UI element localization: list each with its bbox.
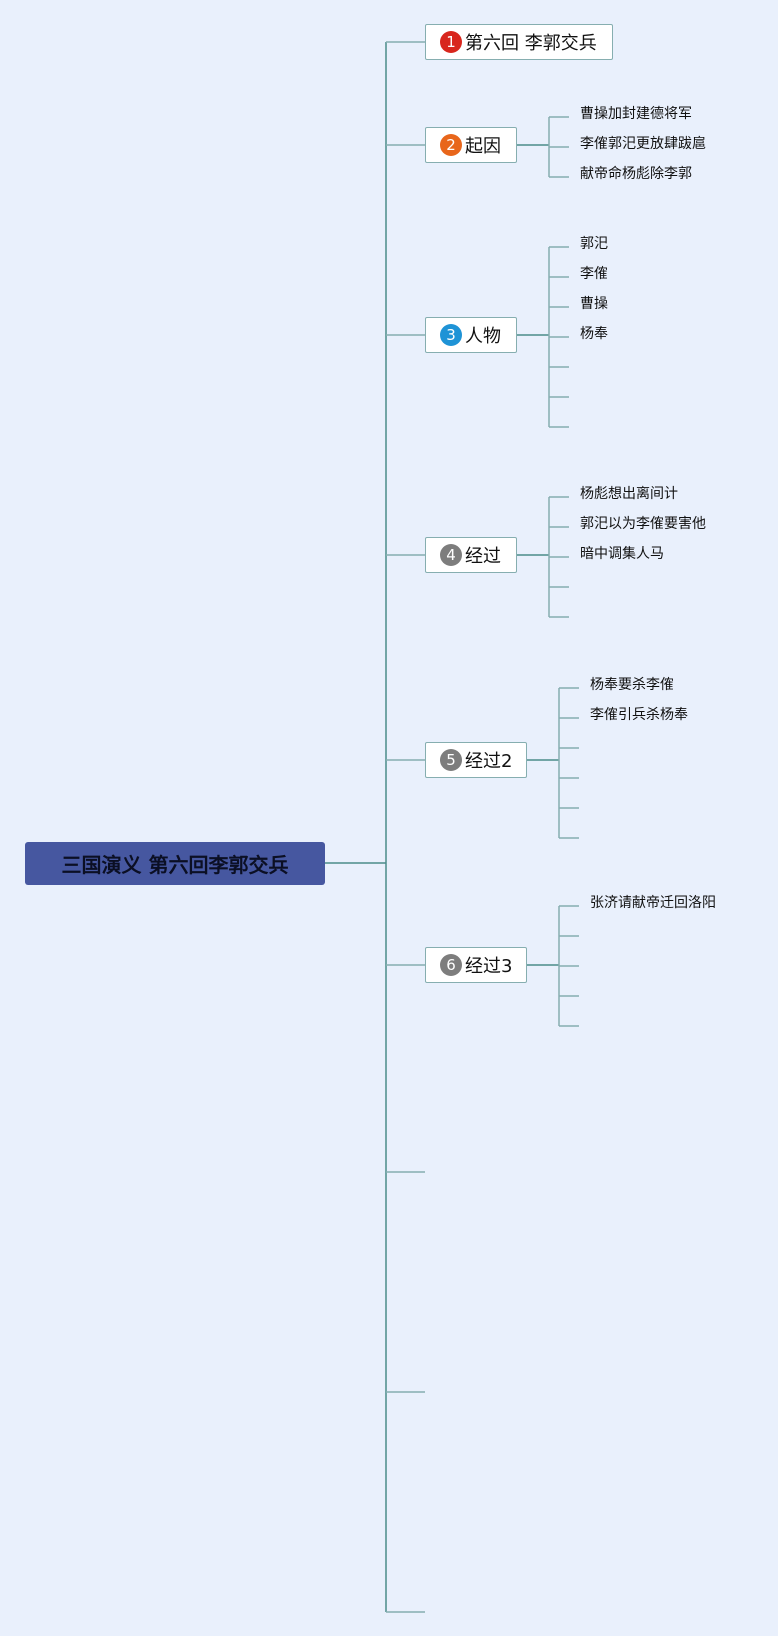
topic-5-label: 经过2 xyxy=(465,751,513,772)
priority-4-icon: 4 xyxy=(440,544,462,566)
subtopic-4-1[interactable]: 杨彪想出离间计 xyxy=(580,486,678,502)
subtopic-2-3[interactable]: 献帝命杨彪除李郭 xyxy=(580,166,692,182)
subtopic-3-3[interactable]: 曹操 xyxy=(580,296,608,312)
topic-4-label: 经过 xyxy=(465,546,501,567)
subtopic-5-1[interactable]: 杨奉要杀李傕 xyxy=(590,677,674,693)
topic-6-label: 经过3 xyxy=(465,956,513,977)
topic-1-label: 第六回 李郭交兵 xyxy=(465,33,597,54)
root-topic-label: 三国演义 第六回李郭交兵 xyxy=(61,853,289,877)
priority-2-icon: 2 xyxy=(440,134,462,156)
subtopic-3-4[interactable]: 杨奉 xyxy=(580,326,608,342)
priority-5-icon: 5 xyxy=(440,749,462,771)
subtopic-4-2[interactable]: 郭汜以为李傕要害他 xyxy=(580,516,706,532)
subtopic-6-1[interactable]: 张济请献帝迁回洛阳 xyxy=(590,895,716,911)
subtopic-3-1[interactable]: 郭汜 xyxy=(580,236,608,252)
topic-2-label: 起因 xyxy=(465,136,501,157)
priority-3-icon: 3 xyxy=(440,324,462,346)
priority-6-icon: 6 xyxy=(440,954,462,976)
subtopic-5-2[interactable]: 李傕引兵杀杨奉 xyxy=(590,707,688,723)
topic-3-label: 人物 xyxy=(465,326,501,347)
subtopic-2-2[interactable]: 李傕郭汜更放肆跋扈 xyxy=(580,136,706,152)
subtopic-3-2[interactable]: 李傕 xyxy=(580,266,608,282)
subtopic-2-1[interactable]: 曹操加封建德将军 xyxy=(580,106,692,122)
root-topic[interactable]: 三国演义 第六回李郭交兵 xyxy=(25,842,325,885)
priority-1-icon: 1 xyxy=(440,31,462,53)
subtopic-4-3[interactable]: 暗中调集人马 xyxy=(580,546,664,562)
